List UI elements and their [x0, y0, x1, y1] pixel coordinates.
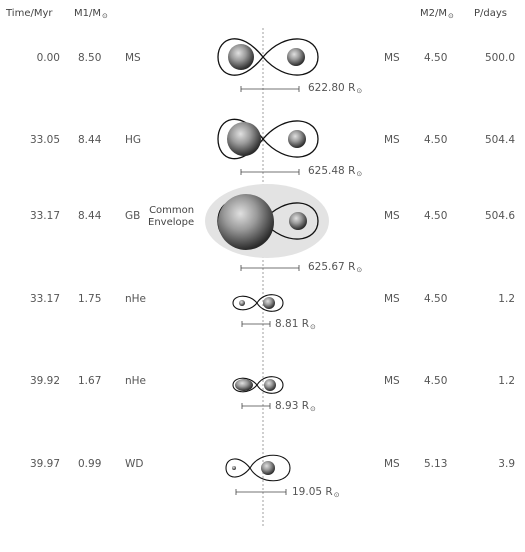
primary-star	[235, 379, 253, 391]
header-m2-text: M2/M	[420, 8, 447, 19]
sun-symbol-icon: ⊙	[310, 405, 316, 413]
primary-star	[228, 44, 254, 70]
roche-lobe-outline	[217, 38, 319, 76]
row-3-period: 504.6	[484, 210, 515, 222]
row-3-m2: 4.50	[424, 210, 448, 222]
binary-row-1	[217, 38, 319, 93]
row-6-type2: MS	[384, 458, 400, 470]
separation-value: 19.05 R	[292, 486, 333, 498]
sun-symbol-icon: ⊙	[356, 266, 363, 274]
row-4-type2: MS	[384, 293, 400, 305]
row-2-separation: 625.48 R⊙	[308, 165, 362, 178]
binary-row-2	[217, 118, 319, 176]
row-4-m1: 1.75	[78, 293, 102, 305]
row-3-time: 33.17	[29, 210, 60, 222]
row-2-type1: HG	[125, 134, 142, 146]
roche-lobe-outline	[232, 376, 284, 394]
secondary-star	[287, 48, 305, 66]
row-1-m1: 8.50	[78, 52, 102, 64]
row-1-m2: 4.50	[424, 52, 448, 64]
header-m1: M1/M⊙	[74, 8, 108, 20]
row-1-type1: MS	[125, 52, 141, 64]
secondary-star	[288, 130, 306, 148]
row-1-type2: MS	[384, 52, 400, 64]
primary-star	[232, 466, 236, 470]
row-4-m2: 4.50	[424, 293, 448, 305]
row-2-time: 33.05	[29, 134, 60, 146]
primary-star	[227, 122, 261, 156]
row-2-m2: 4.50	[424, 134, 448, 146]
common-envelope-label: Common Envelope	[148, 205, 195, 228]
row-6-separation: 19.05 R⊙	[292, 486, 340, 499]
secondary-star	[264, 379, 276, 391]
roche-lobe-outline	[225, 454, 291, 482]
row-5-m2: 4.50	[424, 375, 448, 387]
secondary-star	[263, 297, 275, 309]
row-1-period: 500.0	[484, 52, 515, 64]
row-5-m1: 1.67	[78, 375, 102, 387]
sun-symbol-icon: ⊙	[310, 323, 316, 331]
row-6-m1: 0.99	[78, 458, 102, 470]
secondary-star	[289, 212, 307, 230]
binary-row-4	[232, 294, 284, 328]
row-3-type1: GB	[125, 210, 141, 222]
header-time: Time/Myr	[6, 8, 53, 19]
row-2-m1: 8.44	[78, 134, 102, 146]
row-3-separation: 625.67 R⊙	[308, 261, 362, 274]
binary-row-3	[205, 184, 329, 272]
separation-value: 8.93 R	[275, 400, 310, 412]
header-m2: M2/M⊙	[420, 8, 454, 20]
row-6-type1: WD	[125, 458, 144, 470]
row-4-time: 33.17	[29, 293, 60, 305]
row-3-m1: 8.44	[78, 210, 102, 222]
sun-symbol-icon: ⊙	[448, 12, 454, 20]
row-6-period: 3.9	[498, 458, 515, 470]
separation-value: 622.80 R	[308, 82, 356, 94]
row-1-separation: 622.80 R⊙	[308, 82, 362, 95]
row-5-time: 39.92	[29, 375, 60, 387]
row-2-type2: MS	[384, 134, 400, 146]
row-4-type1: nHe	[125, 293, 147, 305]
sun-symbol-icon: ⊙	[356, 87, 363, 95]
row-4-period: 1.2	[498, 293, 515, 305]
separation-value: 8.81 R	[275, 318, 310, 330]
row-6-m2: 5.13	[424, 458, 448, 470]
header-period: P/days	[474, 8, 508, 19]
binary-row-6	[225, 454, 291, 496]
roche-lobe-outline	[217, 118, 319, 160]
header-m1-text: M1/M	[74, 8, 101, 19]
sun-symbol-icon: ⊙	[333, 491, 340, 499]
row-5-type1: nHe	[125, 375, 147, 387]
row-2-period: 504.4	[484, 134, 515, 146]
row-3-type2: MS	[384, 210, 400, 222]
binary-row-5	[232, 376, 284, 410]
row-5-type2: MS	[384, 375, 400, 387]
row-1-time: 0.00	[36, 52, 60, 64]
primary-star	[218, 194, 274, 250]
secondary-star	[261, 461, 275, 475]
row-6-time: 39.97	[29, 458, 60, 470]
separation-value: 625.48 R	[308, 165, 356, 177]
primary-star	[239, 300, 245, 306]
sun-symbol-icon: ⊙	[102, 12, 108, 20]
separation-value: 625.67 R	[308, 261, 356, 273]
row-4-separation: 8.81 R⊙	[275, 318, 316, 331]
sun-symbol-icon: ⊙	[356, 170, 363, 178]
row-5-period: 1.2	[498, 375, 515, 387]
roche-lobe-outline	[232, 294, 284, 312]
row-5-separation: 8.93 R⊙	[275, 400, 316, 413]
